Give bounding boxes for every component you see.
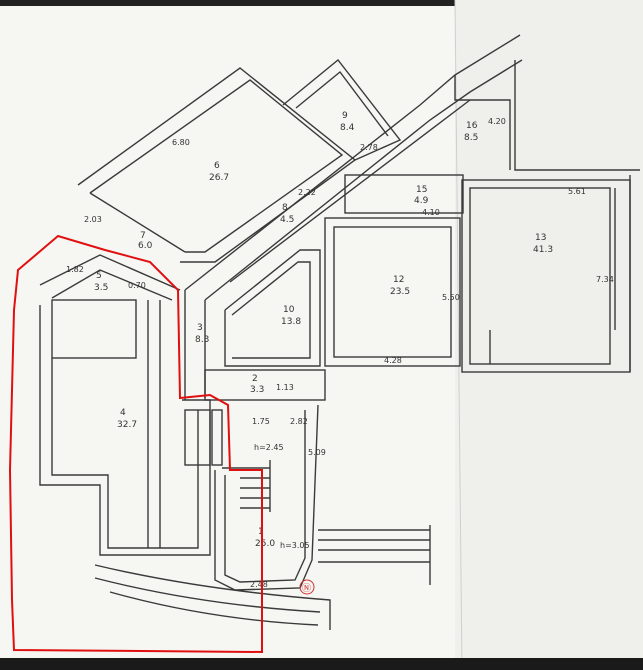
dim-h-3-05: h=3.05 xyxy=(280,541,310,550)
dim-4-20: 4.20 xyxy=(488,117,506,126)
dim-2-22: 2.22 xyxy=(298,188,316,197)
dimension-labels: 6.80 2.78 4.20 5.61 4.10 7.34 5.50 4.28 … xyxy=(66,117,614,589)
dim-2-82: 2.82 xyxy=(290,417,308,426)
room-15-number: 15 xyxy=(416,185,427,195)
room-10-area: 13.8 xyxy=(281,317,301,327)
room-8-number: 8 xyxy=(282,203,288,213)
dim-6-80: 6.80 xyxy=(172,138,190,147)
room-8-area: 4.5 xyxy=(280,215,294,225)
room-4-number: 4 xyxy=(120,408,126,418)
dim-4-28: 4.28 xyxy=(384,356,402,365)
room-2-area: 3.3 xyxy=(250,385,264,395)
room-3-number: 3 xyxy=(197,323,203,333)
dim-5-61: 5.61 xyxy=(568,187,586,196)
dim-1-13: 1.13 xyxy=(276,383,294,392)
room-7-area: 6.0 xyxy=(138,241,153,251)
room-12-number: 12 xyxy=(393,275,404,285)
room-12-area: 23.5 xyxy=(390,287,410,297)
paper-fold-line xyxy=(454,0,463,670)
dim-2-03: 2.03 xyxy=(84,215,102,224)
room-9-number: 9 xyxy=(342,111,348,121)
dim-5-09: 5.09 xyxy=(308,448,326,457)
dim-2-48: 2.48 xyxy=(250,580,268,589)
room-13-number: 13 xyxy=(535,233,546,243)
room-15-area: 4.9 xyxy=(414,196,429,206)
dim-1-82: 1.82 xyxy=(66,265,84,274)
room-16-number: 16 xyxy=(466,121,478,131)
room-4-area: 32.7 xyxy=(117,420,137,430)
dim-5-50: 5.50 xyxy=(442,293,460,302)
room-9-area: 8.4 xyxy=(340,123,355,133)
dim-2-78: 2.78 xyxy=(360,143,378,152)
room-5-area: 3.5 xyxy=(94,283,108,293)
dim-0-70: 0.70 xyxy=(128,281,146,290)
walls xyxy=(39,34,640,630)
room-7-number: 7 xyxy=(140,231,146,241)
dim-1-75: 1.75 xyxy=(252,417,270,426)
room-13-area: 41.3 xyxy=(533,245,553,255)
room-6-area: 26.7 xyxy=(209,173,229,183)
room-10-number: 10 xyxy=(283,305,295,315)
room-6-number: 6 xyxy=(214,161,220,171)
dark-border-top xyxy=(0,0,643,6)
room-16-area: 8.5 xyxy=(464,133,478,143)
room-labels: 6 26.7 9 8.4 7 6.0 8 4.5 16 8.5 15 4.9 1… xyxy=(94,111,553,549)
entrance-marker-circle xyxy=(299,579,315,595)
room-5-number: 5 xyxy=(96,271,102,281)
paper-fold-shade xyxy=(455,0,643,670)
room-3-area: 8.3 xyxy=(195,335,209,345)
dim-7-34: 7.34 xyxy=(596,275,614,284)
room-1-area: 25.0 xyxy=(255,539,275,549)
room-1-number: 1 xyxy=(258,527,264,537)
dark-border-bottom xyxy=(0,658,643,670)
dim-h-2-45: h=2.45 xyxy=(254,443,284,452)
room-2-number: 2 xyxy=(252,374,258,384)
highlight-outline xyxy=(8,234,263,654)
entrance-marker: Ⓝ xyxy=(302,583,311,594)
dim-4-10: 4.10 xyxy=(422,208,440,217)
